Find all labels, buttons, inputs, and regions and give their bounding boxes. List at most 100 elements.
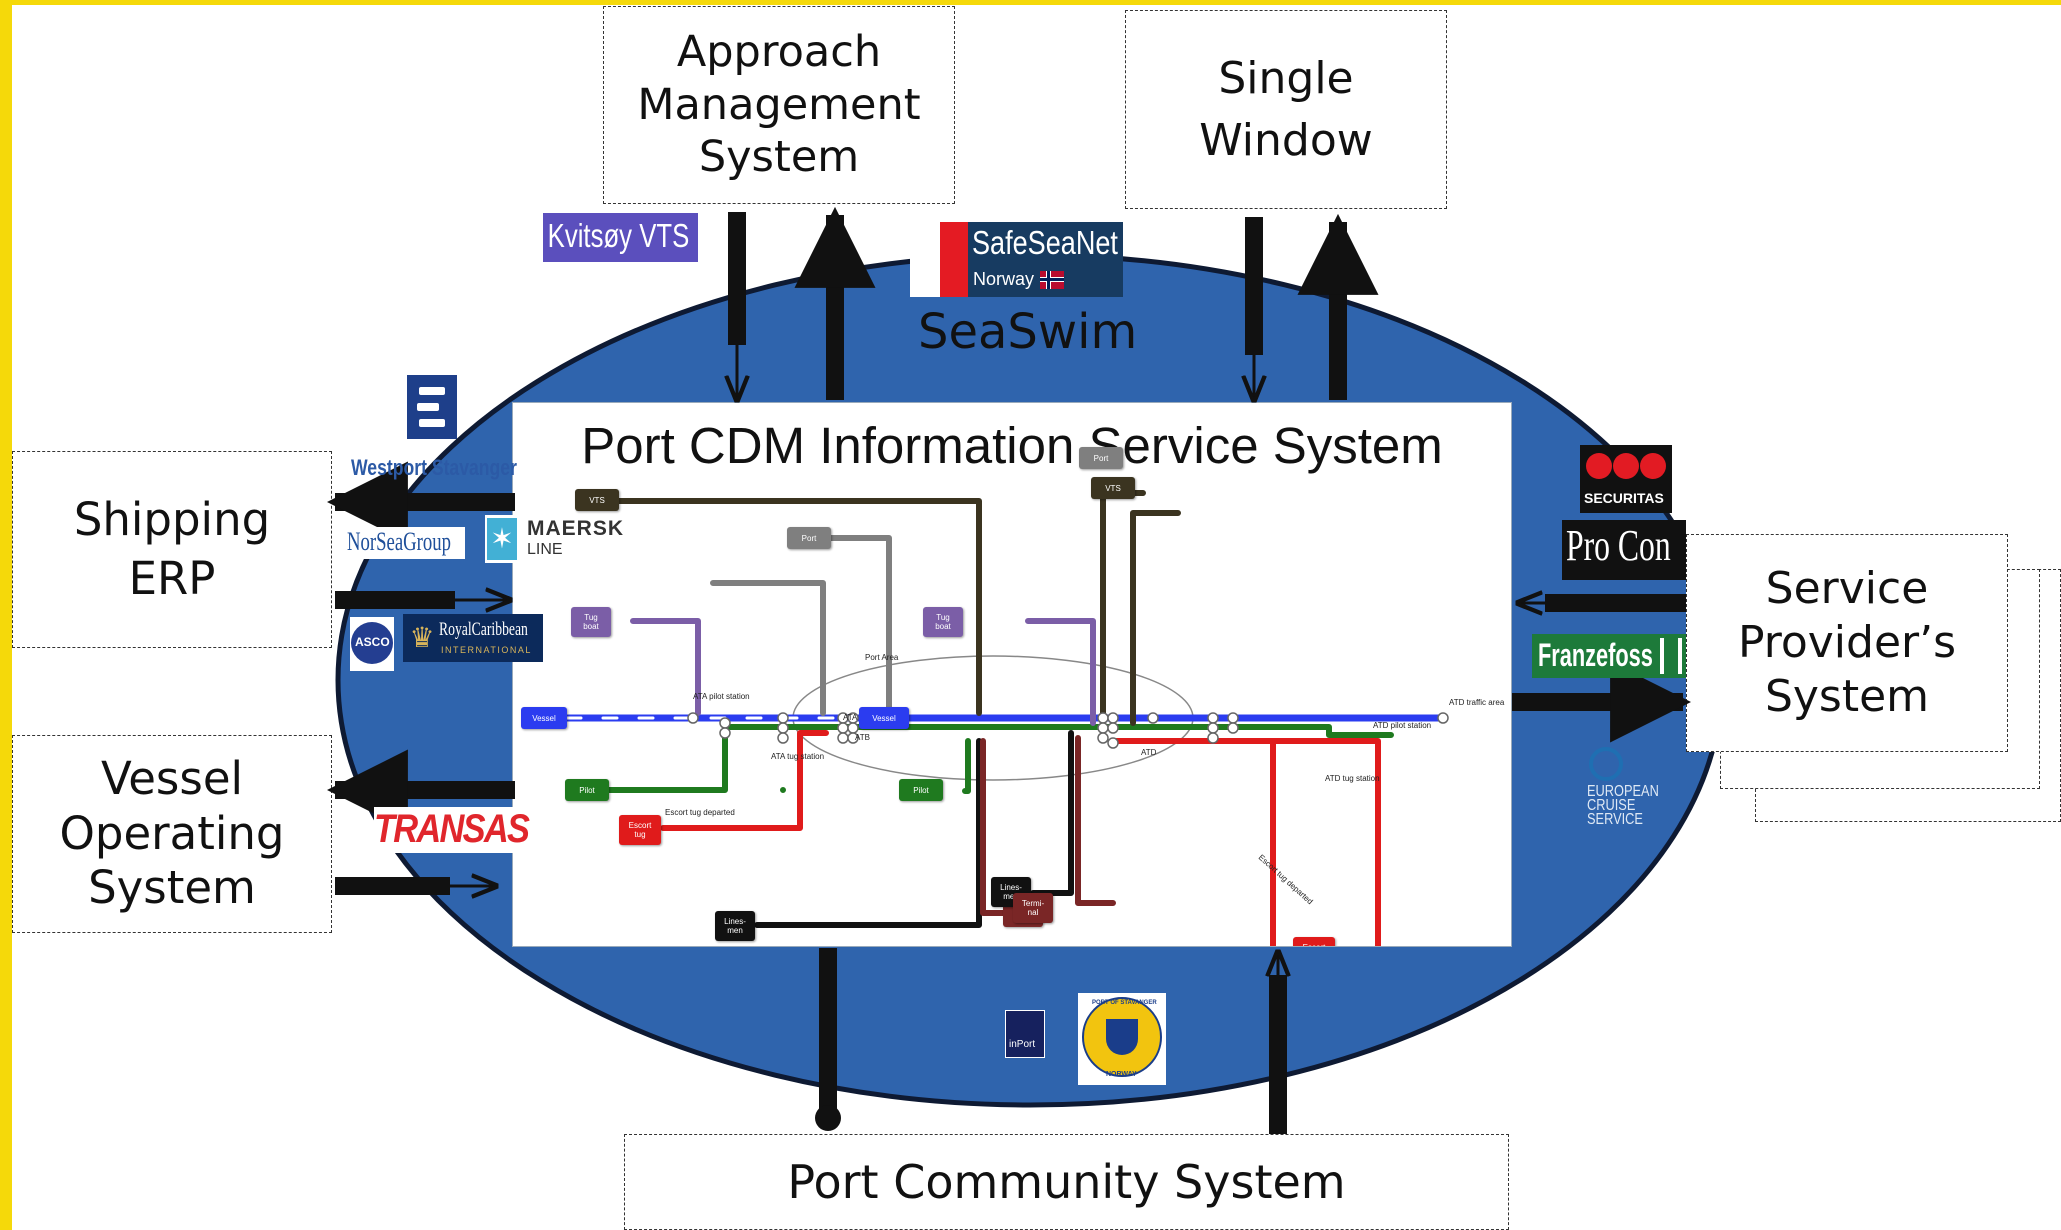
safeseanet-subtext: Norway [973,269,1035,289]
map-node-vts-left: VTS [575,489,619,511]
transas-text: TRANSAS [374,807,530,851]
label-atb: ATB [855,733,870,742]
station-marker [1097,732,1109,744]
norseagroup-text: NorSeaGroup [347,527,451,556]
linesmen-line-left [754,738,982,928]
label-atd-traffic: ATD traffic area [1449,698,1505,707]
station-marker [1147,712,1159,724]
map-node-tug-mid: Tug boat [923,607,963,637]
shipping-erp-box: Shipping ERP [12,451,332,648]
shipping-erp-label: Shipping ERP [73,493,271,605]
map-node-port-left: Port [787,527,831,549]
station-marker [847,722,859,734]
station-marker [777,732,789,744]
inport-text: inPort [1009,1039,1036,1050]
franzefoss-logo: Franzefoss [1532,634,1686,678]
european-cruise-service-logo: EUROPEAN CRUISE SERVICE [1585,745,1665,849]
maersk-star-icon: ✶ [487,518,517,560]
label-ata-tug: ATA tug station [771,752,824,761]
procon-text: Pro Con [1566,521,1671,570]
vts-line-right [1100,490,1181,726]
port-of-stavanger-logo: PORT OF STAVANGER NORWAY [1078,993,1166,1085]
yellow-border-top [0,0,2061,5]
map-node-pilot-left: Pilot [565,779,609,801]
station-marker [847,732,859,744]
single-window-box: Single Window [1125,10,1447,209]
vts-line-left [602,498,982,716]
approach-management-system-box: Approach Management System [603,6,955,204]
port-line-left [710,535,892,716]
label-atd-pilot: ATD pilot station [1373,721,1431,730]
european-cruise-service-wave-icon [1589,747,1623,781]
map-node-pilot-mid: Pilot [899,779,943,801]
station-marker [1107,722,1119,734]
station-marker [837,732,849,744]
map-node-escort-left: Escort tug [619,815,661,845]
map-node-vts-right: VTS [1091,477,1135,499]
securitas-logo: SECURITAS [1580,445,1672,513]
station-marker [719,717,731,729]
linesmen-line-right [1030,730,1074,896]
asco-logo: ASCO [350,617,394,671]
seaswim-label: SeaSwim [918,304,1138,360]
maersk-text: MAERSK [527,517,625,540]
maersk-logo: ✶ MAERSK LINE [485,515,625,563]
norseagroup-logo: NorSeaGroup [347,527,465,559]
station-marker [1097,722,1109,734]
yellow-border-left [0,0,12,1230]
station-marker [777,722,789,734]
map-node-vessel-mid: Vessel [859,707,909,729]
securitas-dots-icon [1584,449,1668,485]
label-ata-pilot: ATA pilot station [693,692,750,701]
station-marker [777,712,789,724]
map-node-tug-left: Tug boat [571,607,611,637]
station-marker [1107,712,1119,724]
westport-stavanger-text: Westport Stavanger [351,455,517,480]
vessel-operating-system-box: Vessel Operating System [12,735,332,933]
royal-caribbean-text: RoyalCaribbean [439,619,528,640]
asco-text: ASCO [355,635,390,649]
port-of-stavanger-subtext: NORWAY [1106,1071,1137,1078]
label-ata: ATA [843,713,858,722]
royal-caribbean-logo: ♛ RoyalCaribbean INTERNATIONAL [403,614,543,662]
terminal-line-right [1075,735,1116,906]
single-window-label: Single Window [1199,52,1373,166]
kvitsoy-vts-logo: Kvitsøy VTS [543,213,698,262]
port-call-map: ATA pilot station ATA tug station ATA AT… [563,490,1505,946]
station-marker [1107,737,1119,749]
map-node-port-right: Port [1079,447,1123,469]
label-atd-tug: ATD tug station [1325,774,1380,783]
franzefoss-text: Franzefoss [1538,637,1653,673]
map-node-lines-left: Lines- men [715,911,755,941]
station-marker [1227,712,1239,724]
kvitsoy-vts-text: Kvitsøy VTS [547,217,690,254]
franzefoss-bars-icon [1660,638,1682,674]
tug-line-left [630,618,701,716]
station-marker [1207,722,1219,734]
vessel-operating-system-label: Vessel Operating System [59,751,285,915]
european-cruise-service-text: EUROPEAN CRUISE SERVICE [1587,783,1659,828]
pilot-line [606,724,1394,793]
terminal-line-left [980,738,1006,916]
station-marker [1207,712,1219,724]
safeseanet-logo: SafeSeaNet Norway [910,222,1123,297]
escort-line [660,730,1381,946]
asco-circle-icon [351,622,393,664]
westport-logo-icon [407,375,457,439]
maersk-subtext: LINE [527,541,563,558]
tug-line-right [1025,618,1096,726]
inport-logo: inPort [1005,1010,1045,1058]
map-node-terminal-right: Termi- nal [1013,893,1053,923]
port-community-system-box: Port Community System [624,1134,1509,1230]
map-node-escort-right: Escort tug [1293,937,1335,946]
map-node-vessel-left: Vessel [521,707,567,729]
station-marker [837,722,849,734]
port-cdm-title: Port CDM Information Service System [581,417,1443,474]
station-marker [687,712,699,724]
port-of-stavanger-text: PORT OF STAVANGER [1092,1000,1157,1006]
station-marker [1097,712,1109,724]
norway-flag-icon [1040,271,1064,289]
station-marker [1227,722,1239,734]
approach-management-system-label: Approach Management System [637,27,921,183]
